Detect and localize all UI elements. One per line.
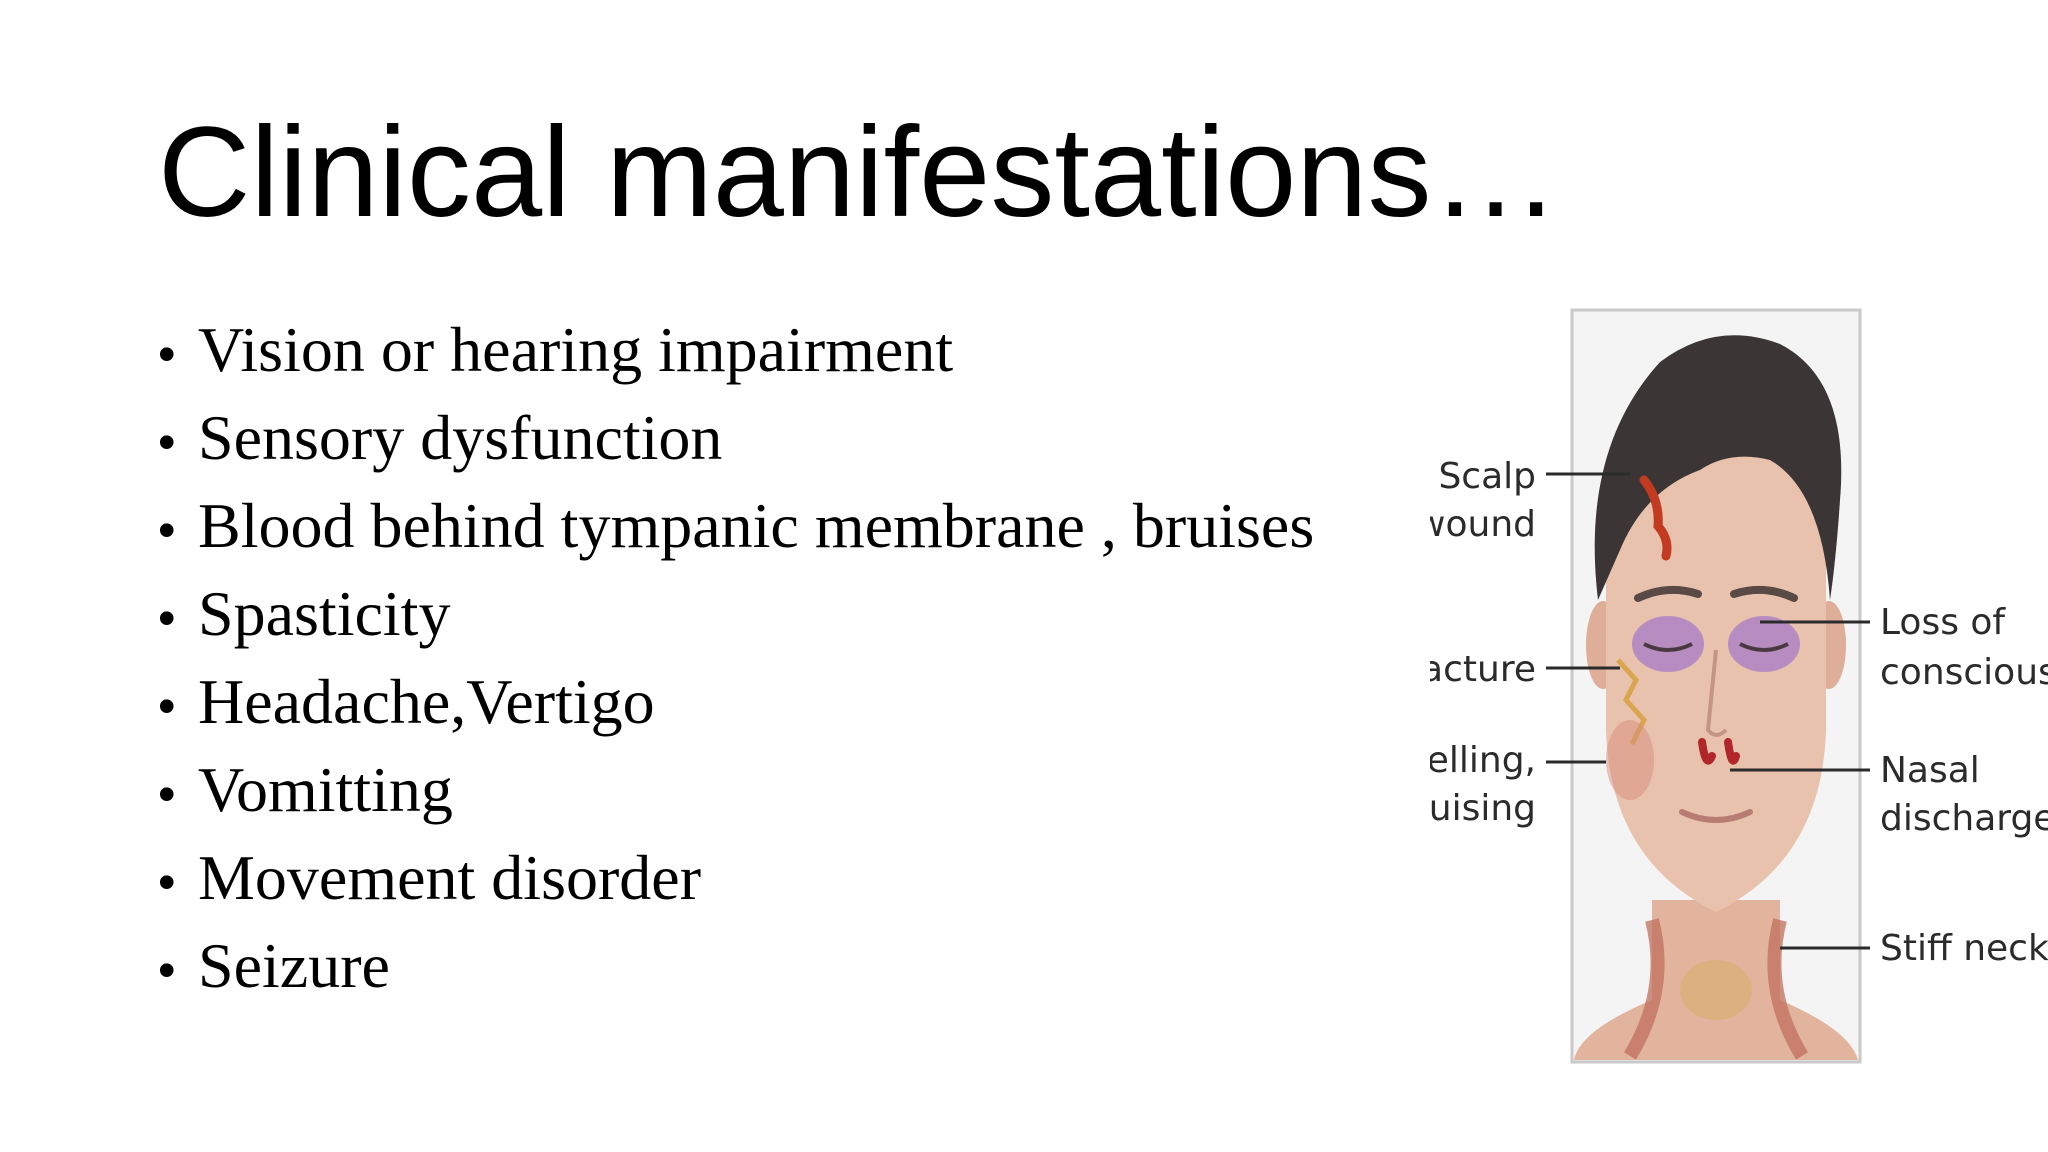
bullet-text: Movement disorder (198, 842, 701, 913)
bullet-item: • Movement disorder (158, 834, 1314, 922)
bullet-icon: • (158, 414, 176, 470)
label-loss-of-consciousness-2: consciousness (1880, 652, 2048, 693)
bullet-icon: • (158, 678, 176, 734)
bullet-icon: • (158, 502, 176, 558)
right-eye-closed (1739, 642, 1789, 652)
bullet-item: • Blood behind tympanic membrane , bruise… (158, 482, 1314, 570)
bullet-text: Blood behind tympanic membrane , bruises (198, 490, 1315, 561)
bullet-text: Vision or hearing impairment (198, 314, 954, 385)
label-nasal-discharge-2: discharge (1880, 798, 2048, 839)
mouth (1679, 809, 1753, 823)
cheek-swelling (1606, 720, 1654, 800)
bullet-icon: • (158, 326, 176, 382)
cervical-spine (1680, 960, 1752, 1020)
bullet-text: Sensory dysfunction (198, 402, 723, 473)
head-injury-illustration: Scalp wound Fracture Swelling, bruising … (1430, 308, 2048, 1064)
bullet-text: Vomitting (198, 754, 453, 825)
scalp-wound (1639, 475, 1672, 561)
label-fracture: Fracture (1430, 649, 1536, 690)
bullet-item: • Sensory dysfunction (158, 394, 1314, 482)
bullet-item: • Seizure (158, 922, 1314, 1010)
hair (1594, 335, 1842, 600)
left-eyebrow (1634, 585, 1702, 602)
label-scalp-wound-1: Scalp (1438, 456, 1536, 497)
label-scalp-wound-2: wound (1430, 504, 1536, 545)
nose (1705, 649, 1728, 737)
right-eye-bruise (1728, 616, 1800, 672)
bullet-text: Headache,Vertigo (198, 666, 655, 737)
bullet-item: • Spasticity (158, 570, 1314, 658)
left-eye-closed (1643, 642, 1693, 652)
bullet-icon: • (158, 942, 176, 998)
bullet-text: Seizure (198, 930, 390, 1001)
nasal-blood (1698, 738, 1740, 765)
left-eye-bruise (1632, 616, 1704, 672)
label-loss-of-consciousness-1: Loss of (1880, 602, 2006, 643)
bullet-item: • Headache,Vertigo (158, 658, 1314, 746)
callout-lines (1546, 472, 1870, 950)
label-nasal-discharge-1: Nasal (1880, 750, 1980, 791)
bullet-list: • Vision or hearing impairment • Sensory d… (158, 306, 1314, 1010)
label-stiff-neck: Stiff neck (1880, 928, 2048, 969)
bullet-item: • Vomitting (158, 746, 1314, 834)
bullet-icon: • (158, 590, 176, 646)
bullet-text: Spasticity (198, 578, 451, 649)
right-eyebrow (1730, 585, 1798, 602)
bullet-icon: • (158, 854, 176, 910)
slide-title: Clinical manifestations… (158, 101, 1560, 244)
bullet-icon: • (158, 766, 176, 822)
neck-muscles (1623, 918, 1809, 1060)
bullet-item: • Vision or hearing impairment (158, 306, 1314, 394)
label-swelling-2: bruising (1430, 788, 1536, 829)
label-swelling-1: Swelling, (1430, 740, 1536, 781)
